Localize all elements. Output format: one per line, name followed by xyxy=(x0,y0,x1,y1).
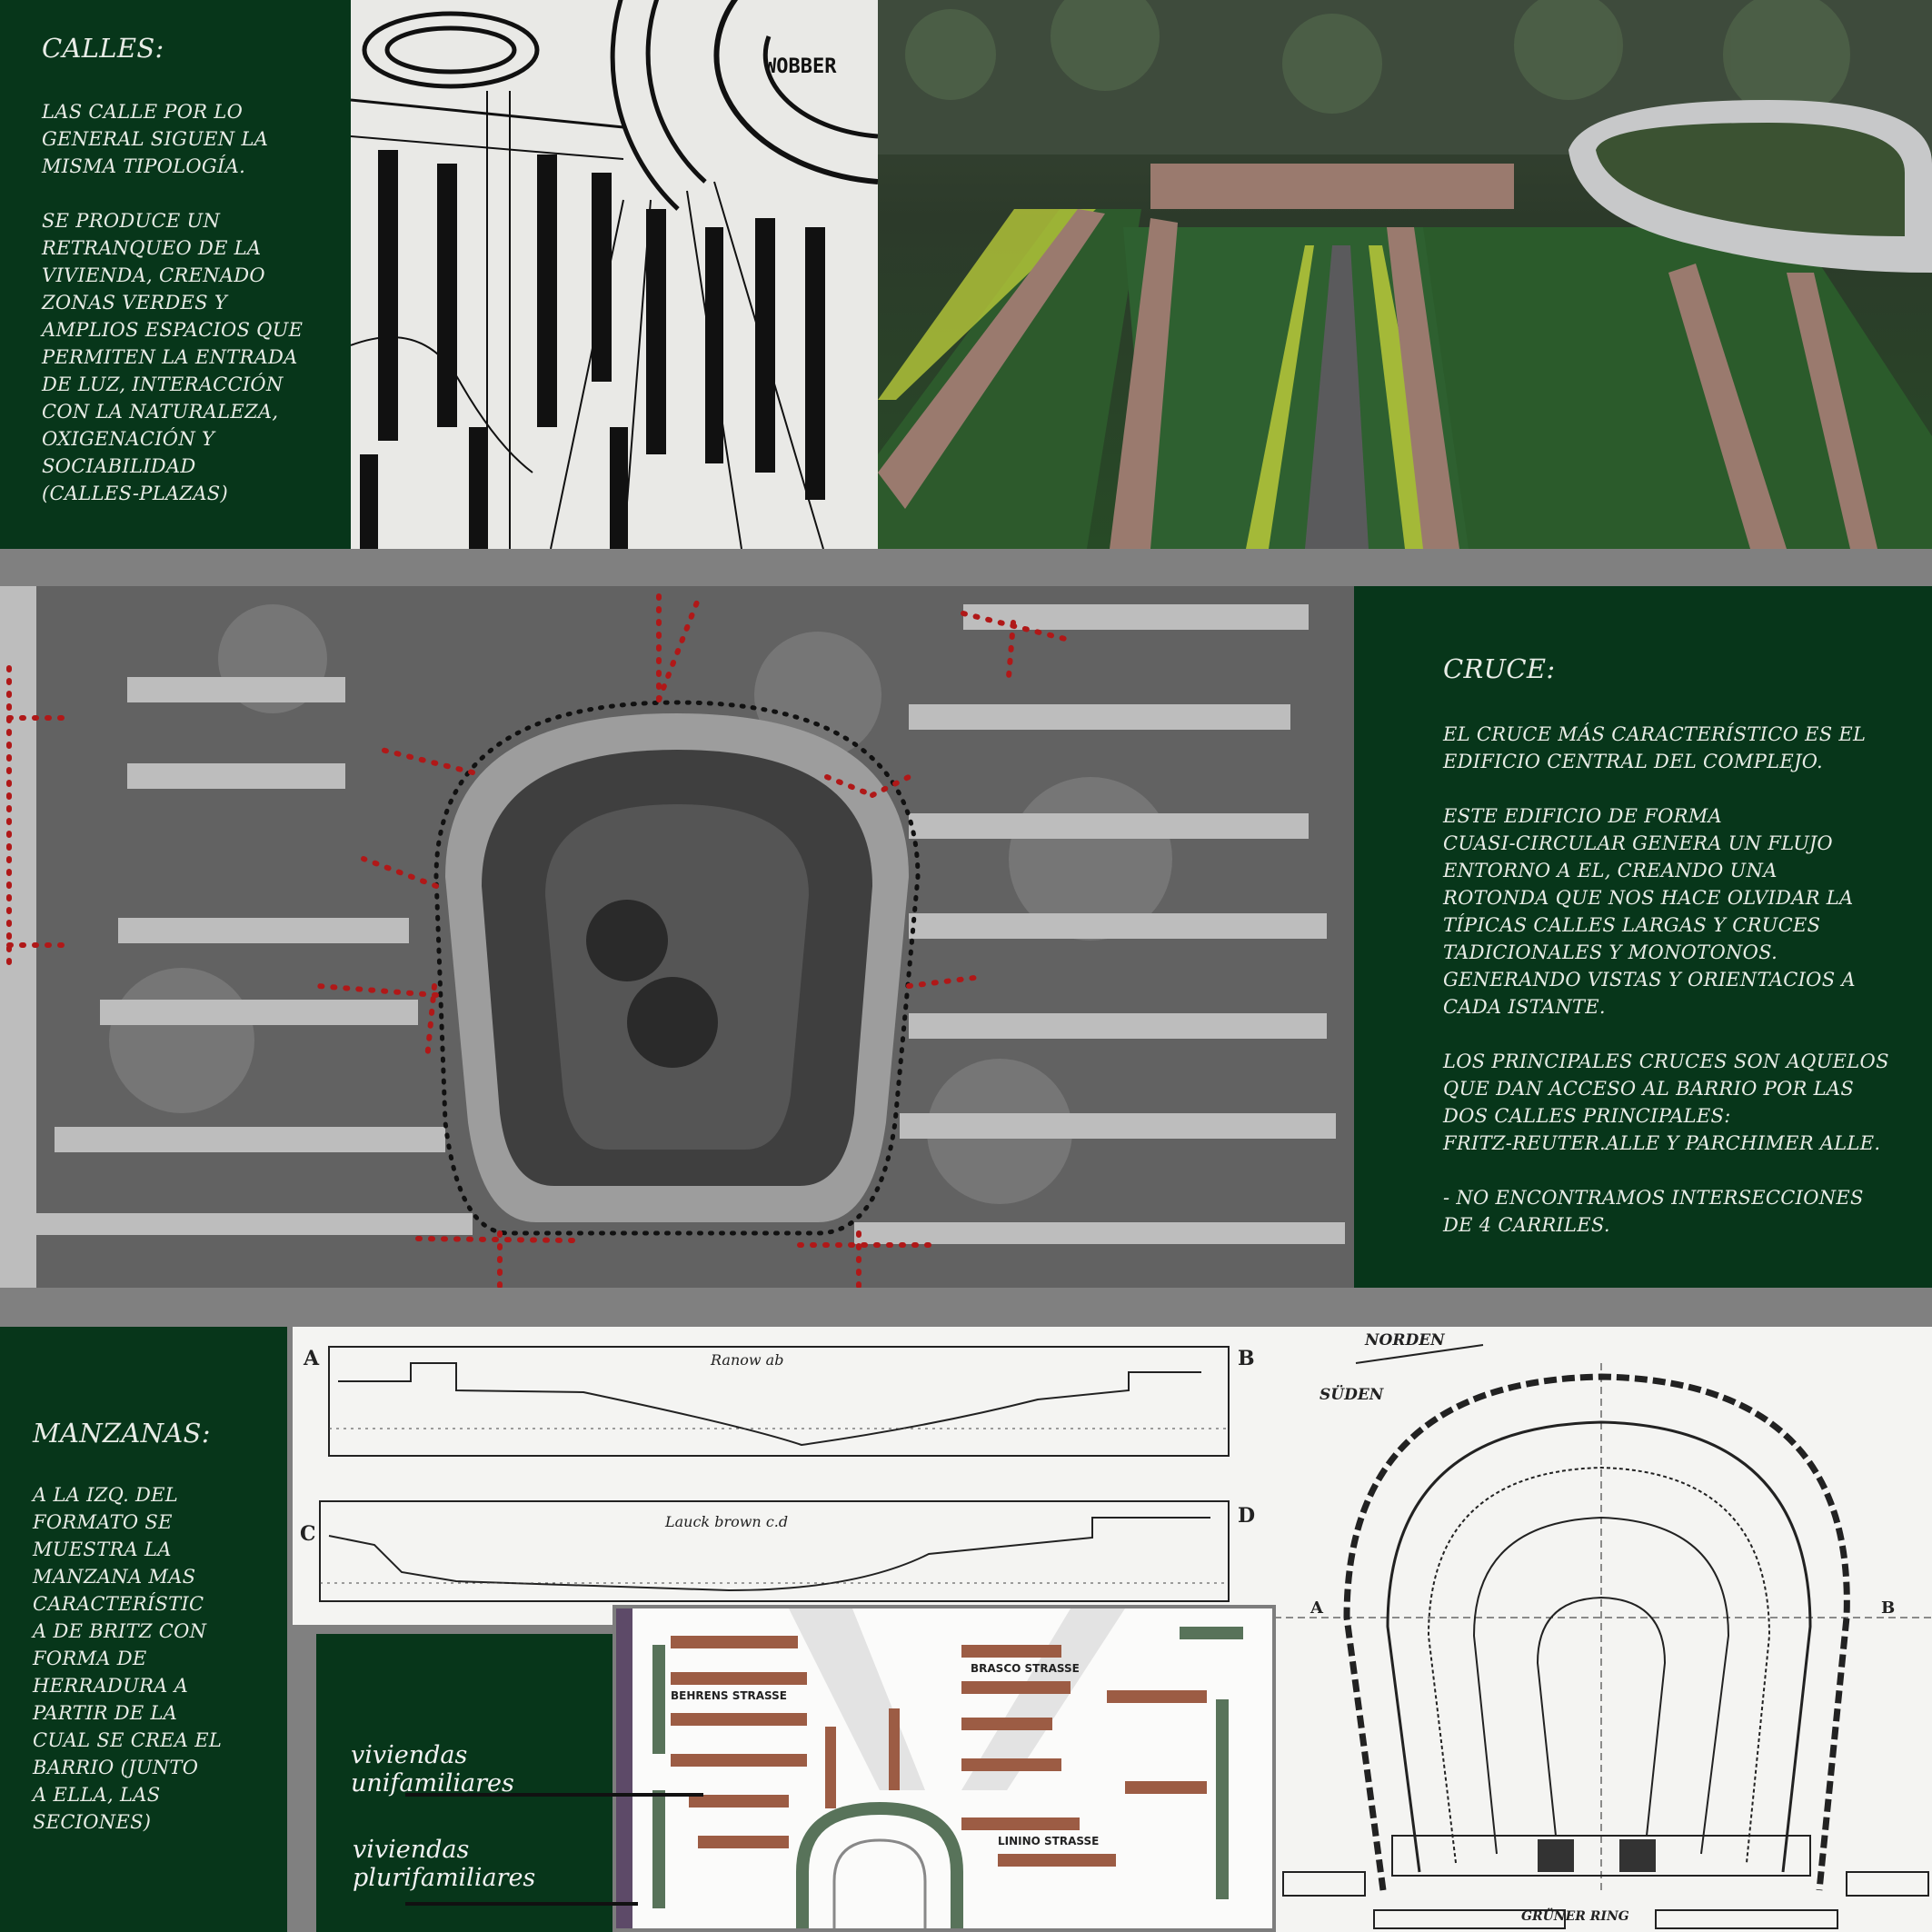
calles-title: CALLES: xyxy=(42,33,164,64)
aerial-photo-crossing xyxy=(0,586,1354,1288)
legend-plurifamiliares-line-bar xyxy=(405,1902,638,1906)
legend-unifamiliares-line-bar xyxy=(405,1793,703,1797)
legend-panel: viviendas unifamiliares viviendas plurif… xyxy=(316,1634,616,1932)
section-d-label: D xyxy=(1238,1504,1255,1528)
north-label: NORDEN xyxy=(1364,1331,1446,1349)
section-ab-title: Ranow ab xyxy=(710,1351,783,1369)
plan-a-label: A xyxy=(1310,1598,1324,1618)
plan-label: WOBBER xyxy=(764,55,837,78)
section-a-label: A xyxy=(303,1347,320,1370)
section-cd-title: Lauck brown c.d xyxy=(664,1513,788,1530)
street-label-brasco: BRASCO STRASSE xyxy=(971,1662,1080,1675)
south-label: SÜDEN xyxy=(1320,1385,1385,1404)
calles-body: LAS CALLE POR LO GENERAL SIGUEN LA MISMA… xyxy=(42,101,304,504)
legend-plurifamiliares-label: viviendas plurifamiliares xyxy=(353,1836,536,1892)
calles-panel: CALLES: LAS CALLE POR LO GENERAL SIGUEN … xyxy=(0,0,351,549)
street-plan-drawing: WOBBER xyxy=(351,0,878,549)
plan-b-label: B xyxy=(1881,1598,1895,1618)
street-label-gruner: GRÜNER RING xyxy=(1521,1907,1629,1924)
street-label-linino: LININO STRASSE xyxy=(998,1835,1099,1847)
street-label-behrens: BEHRENS STRASSE xyxy=(671,1689,787,1702)
manzanas-title: MANZANAS: xyxy=(33,1418,211,1449)
manzanas-body: A LA IZQ. DEL FORMATO SE MUESTRA LA MANZ… xyxy=(33,1484,223,1833)
section-b-label: B xyxy=(1238,1347,1255,1370)
legend-unifamiliares-label: viviendas unifamiliares xyxy=(351,1741,514,1798)
cruce-body: EL CRUCE MÁS CARACTERÍSTICO ES EL EDIFIC… xyxy=(1443,723,1889,1236)
cruce-panel: CRUCE: EL CRUCE MÁS CARACTERÍSTICO ES EL… xyxy=(1354,586,1932,1288)
neighbourhood-plan: BRASCO STRASSE BEHRENS STRASSE LININO ST… xyxy=(612,1605,1276,1932)
aerial-render xyxy=(878,0,1932,549)
sections-drawing: A B C D Ranow ab Lauck brown c.d xyxy=(293,1327,1274,1625)
section-c-label: C xyxy=(300,1522,316,1546)
manzanas-panel: MANZANAS: A LA IZQ. DEL FORMATO SE MUEST… xyxy=(0,1327,287,1932)
cruce-title: CRUCE: xyxy=(1443,653,1556,684)
horseshoe-plan-drawing: NORDEN SÜDEN GRÜNER RING A B xyxy=(1274,1327,1932,1932)
